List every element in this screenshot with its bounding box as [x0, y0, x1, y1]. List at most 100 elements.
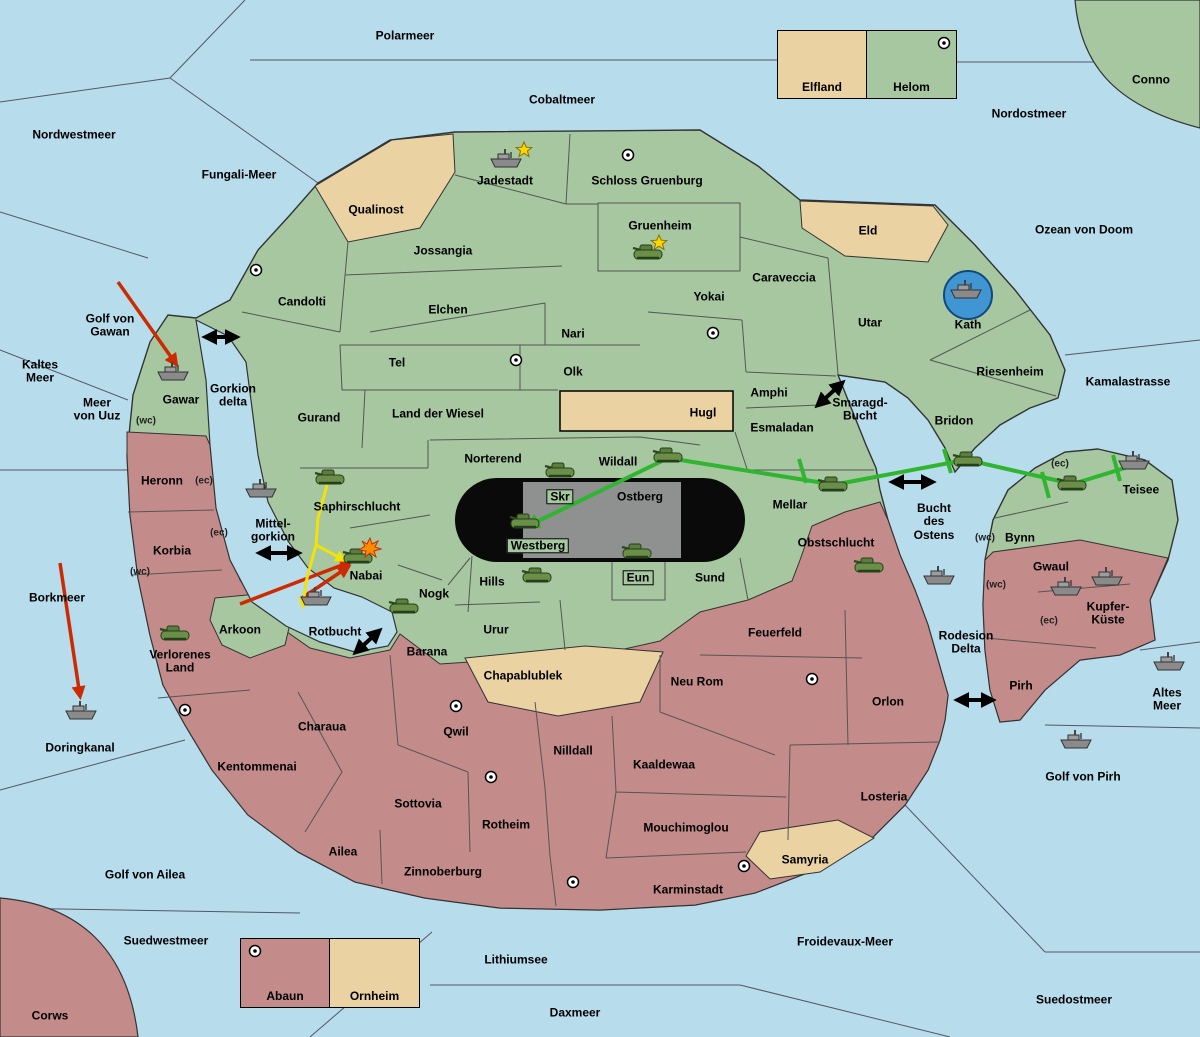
territory-label-olk[interactable]: Olk [563, 364, 583, 379]
ship-unit[interactable] [1091, 566, 1123, 586]
ship-unit[interactable] [157, 361, 189, 381]
tank-unit[interactable] [543, 461, 576, 479]
ship-unit[interactable] [65, 700, 97, 720]
territory-label-qwil[interactable]: Qwil [443, 724, 469, 739]
territory-label-yokai[interactable]: Yokai [693, 289, 725, 304]
island-corws[interactable] [0, 897, 139, 1037]
territory-label-esmaladan[interactable]: Esmaladan [750, 420, 814, 435]
ship-unit[interactable] [1060, 729, 1092, 749]
territory-label-wildall[interactable]: Wildall [598, 454, 638, 469]
territory-label-sund[interactable]: Sund [695, 570, 725, 585]
territory-label-schloss-gruenburg[interactable]: Schloss Gruenburg [591, 173, 703, 188]
territory-label-chapablublek[interactable]: Chapablublek [483, 668, 563, 683]
territory-label-riesenheim[interactable]: Riesenheim [976, 364, 1044, 379]
ship-unit[interactable] [1118, 450, 1150, 470]
territory-label-jossangia[interactable]: Jossangia [413, 243, 473, 258]
territory-label-kath[interactable]: Kath [954, 317, 982, 332]
legend-territory-helom[interactable]: Helom [893, 80, 930, 94]
territory-label-candolti[interactable]: Candolti [278, 294, 326, 309]
tank-unit[interactable] [951, 450, 984, 468]
tank-unit[interactable] [387, 597, 420, 615]
territory-label-jadestadt[interactable]: Jadestadt [476, 173, 534, 188]
territory-label-caraveccia[interactable]: Caraveccia [752, 270, 816, 285]
territory-label-mouchimoglou[interactable]: Mouchimoglou [643, 820, 729, 835]
territory-label-obstschlucht[interactable]: Obstschlucht [797, 535, 875, 550]
tank-unit[interactable] [1055, 474, 1088, 492]
territory-label-hills[interactable]: Hills [479, 574, 505, 589]
ship-unit[interactable] [1153, 651, 1185, 671]
territory-label-urur[interactable]: Urur [483, 622, 509, 637]
territory-label-nabai[interactable]: Nabai [349, 568, 383, 583]
tank-unit[interactable] [816, 475, 849, 493]
territory-label-charaua[interactable]: Charaua [297, 719, 347, 734]
legend-cell-elfland[interactable]: Elfland [778, 31, 867, 98]
territory-label-karminstadt[interactable]: Karminstadt [652, 882, 724, 897]
territory-label-utar[interactable]: Utar [857, 315, 883, 330]
territory-label-pirh[interactable]: Pirh [1009, 678, 1033, 693]
territory-label-rotheim[interactable]: Rotheim [482, 817, 530, 832]
tank-unit[interactable] [158, 624, 191, 642]
territory-label-gwaul[interactable]: Gwaul [1032, 559, 1070, 574]
territory-label-gruenheim[interactable]: Gruenheim [628, 218, 692, 233]
legend-territory-ornheim[interactable]: Ornheim [349, 989, 400, 1003]
territory-label-losteria[interactable]: Losteria [860, 789, 908, 804]
ship-unit[interactable] [1050, 576, 1082, 596]
legend-cell-ornheim[interactable]: Ornheim [330, 939, 419, 1007]
ship-unit[interactable] [245, 478, 277, 498]
territory-label-amphi[interactable]: Amphi [750, 385, 788, 400]
territory-label-sottovia[interactable]: Sottovia [394, 796, 442, 811]
territory-label-saphirschlucht[interactable]: Saphirschlucht [313, 499, 401, 514]
territory-label-kupfer-k-ste[interactable]: Kupfer- Küste [1086, 599, 1130, 627]
neutral-chapablublek[interactable] [464, 645, 664, 717]
legend-cell-abaun[interactable]: Abaun [241, 939, 330, 1007]
territory-label-samyria[interactable]: Samyria [781, 852, 829, 867]
territory-label-ostberg[interactable]: Ostberg [616, 489, 664, 504]
territory-label-neu-rom[interactable]: Neu Rom [670, 674, 724, 689]
neutral-eld[interactable] [799, 200, 949, 263]
tank-unit[interactable] [520, 566, 553, 584]
territory-label-korbia[interactable]: Korbia [152, 543, 192, 558]
territory-label-arkoon[interactable]: Arkoon [219, 622, 261, 637]
legend-territory-abaun[interactable]: Abaun [266, 989, 304, 1003]
tank-unit[interactable] [852, 556, 885, 574]
territory-label-bynn[interactable]: Bynn [1005, 530, 1035, 545]
territory-label-gurand[interactable]: Gurand [297, 410, 341, 425]
territory-label-zinnoberburg[interactable]: Zinnoberburg [404, 864, 482, 879]
tank-unit[interactable] [508, 512, 541, 530]
territory-label-nilldall[interactable]: Nilldall [553, 743, 593, 758]
territory-label-eld[interactable]: Eld [858, 223, 878, 238]
territory-label-elchen[interactable]: Elchen [428, 302, 468, 317]
territory-label-bridon[interactable]: Bridon [934, 413, 974, 428]
neutral-samyria[interactable] [745, 819, 876, 880]
ship-unit[interactable] [490, 148, 522, 168]
tank-unit[interactable] [651, 446, 684, 464]
territory-label-skr[interactable]: Skr [546, 489, 574, 505]
legend-cell-helom[interactable]: Helom [867, 31, 956, 98]
territory-label-teisee[interactable]: Teisee [1122, 482, 1160, 497]
territory-label-norterend[interactable]: Norterend [464, 451, 522, 466]
territory-label-westberg[interactable]: Westberg [506, 538, 570, 554]
territory-label-orlon[interactable]: Orlon [872, 694, 904, 709]
territory-label-kaaldewaa[interactable]: Kaaldewaa [632, 757, 696, 772]
territory-label-qualinost[interactable]: Qualinost [348, 202, 404, 217]
territory-label-mellar[interactable]: Mellar [772, 497, 808, 512]
legend-territory-elfland[interactable]: Elfland [801, 80, 842, 94]
territory-label-nogk[interactable]: Nogk [419, 586, 449, 601]
neutral-hugl[interactable] [559, 390, 734, 432]
territory-label-land-der-wiesel[interactable]: Land der Wiesel [392, 406, 484, 421]
tank-unit[interactable] [620, 542, 653, 560]
territory-label-verlorenes-land[interactable]: Verlorenes Land [149, 647, 211, 675]
territory-label-tel[interactable]: Tel [388, 355, 406, 370]
territory-label-heronn[interactable]: Heronn [141, 473, 183, 488]
territory-label-feuerfeld[interactable]: Feuerfeld [747, 625, 803, 640]
territory-label-kentommenai[interactable]: Kentommenai [217, 759, 297, 774]
island-conno[interactable] [1074, 0, 1200, 129]
territory-label-nari[interactable]: Nari [561, 326, 585, 341]
territory-label-hugl[interactable]: Hugl [689, 405, 717, 420]
territory-label-gawar[interactable]: Gawar [162, 392, 200, 407]
ship-unit[interactable] [950, 279, 982, 299]
tank-unit[interactable] [313, 468, 346, 486]
territory-label-eun[interactable]: Eun [622, 570, 654, 586]
ship-unit[interactable] [923, 565, 955, 585]
territory-label-barana[interactable]: Barana [406, 644, 448, 659]
